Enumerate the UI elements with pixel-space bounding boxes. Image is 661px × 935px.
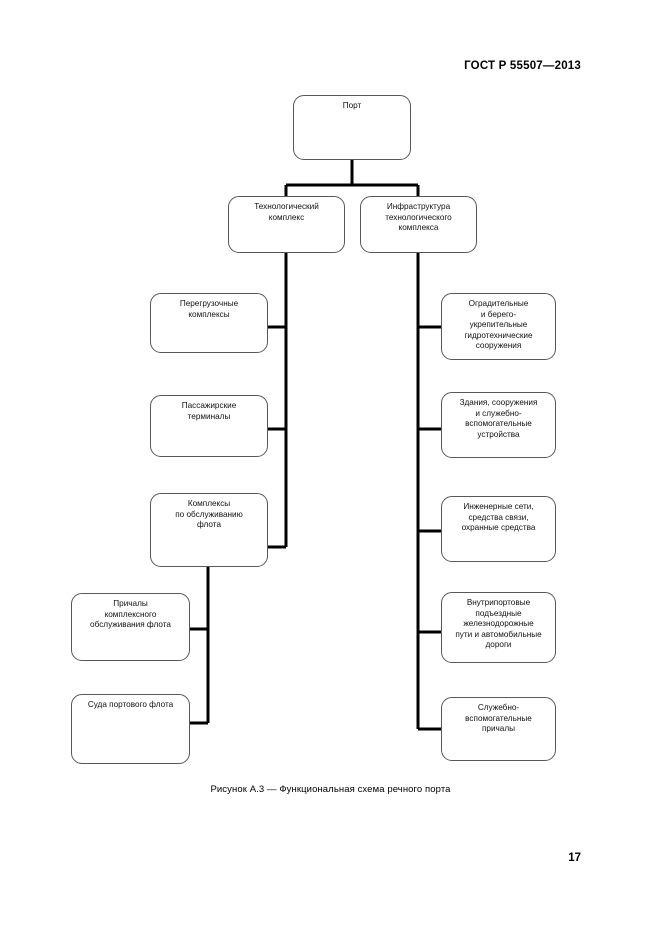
document-header: ГОСТ Р 55507—2013 xyxy=(464,60,581,72)
node-label: Комплексы по обслуживанию флота xyxy=(175,499,243,530)
node-label: Инженерные сети, средства связи, охранны… xyxy=(461,502,536,533)
node-fleet-service-complexes[interactable]: Комплексы по обслуживанию флота xyxy=(150,493,268,567)
node-passenger-terminals[interactable]: Пассажирские терминалы xyxy=(150,395,268,457)
node-transshipment-complexes[interactable]: Перегрузочные комплексы xyxy=(150,293,268,353)
node-port-fleet-vessels[interactable]: Суда портового флота xyxy=(71,694,190,764)
node-port[interactable]: Порт xyxy=(293,95,411,160)
node-infrastructure-of-technological-complex[interactable]: Инфраструктура технологического комплекс… xyxy=(360,196,477,253)
node-protective-and-shore-reinforcement-structures[interactable]: Оградительные и берего- укрепительные ги… xyxy=(441,293,556,360)
node-label: Причалы комплексного обслуживания флота xyxy=(90,599,171,630)
node-label: Технологический комплекс xyxy=(254,202,319,222)
node-buildings-and-auxiliary-devices[interactable]: Здания, сооружения и служебно- вспомогат… xyxy=(441,392,556,458)
node-integrated-fleet-service-berths[interactable]: Причалы комплексного обслуживания флота xyxy=(71,593,190,661)
figure-caption: Рисунок А.3 — Функциональная схема речно… xyxy=(210,784,451,795)
node-label: Перегрузочные комплексы xyxy=(179,299,239,319)
node-label: Служебно- вспомогательные причалы xyxy=(465,703,532,734)
node-label: Суда портового флота xyxy=(87,700,174,709)
node-engineering-networks-and-security[interactable]: Инженерные сети, средства связи, охранны… xyxy=(441,496,556,562)
node-auxiliary-berths[interactable]: Служебно- вспомогательные причалы xyxy=(441,697,556,761)
node-label: Оградительные и берего- укрепительные ги… xyxy=(464,299,533,351)
node-intraport-railways-and-roads[interactable]: Внутрипортовые подъездные железнодорожны… xyxy=(441,592,556,663)
node-label: Порт xyxy=(342,101,362,110)
node-label: Внутрипортовые подъездные железнодорожны… xyxy=(455,598,542,650)
node-label: Пассажирские терминалы xyxy=(181,401,237,421)
page-number: 17 xyxy=(568,852,581,864)
node-label: Инфраструктура технологического комплекс… xyxy=(385,202,452,233)
node-technological-complex[interactable]: Технологический комплекс xyxy=(228,196,345,253)
node-label: Здания, сооружения и служебно- вспомогат… xyxy=(459,398,538,439)
